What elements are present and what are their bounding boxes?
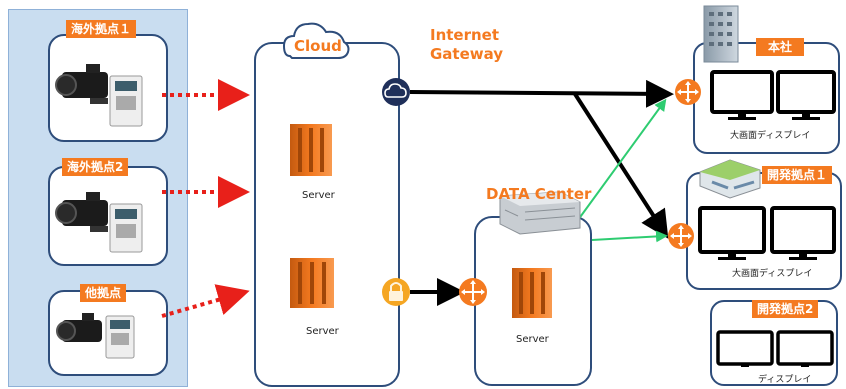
- monitor-icon-dev2-2: [776, 330, 834, 367]
- arrow-gateway-to-honsha: [409, 79, 674, 108]
- server-icon-cloud-2: [290, 258, 334, 308]
- internet-gateway-icon: [382, 78, 410, 106]
- display-label-honsha: 大画面ディスプレイ: [730, 131, 811, 141]
- router-icon-honsha: [675, 79, 701, 105]
- lock-icon: [382, 278, 410, 306]
- dev-building-icon: [699, 159, 761, 199]
- monitor-icon-dev1-2: [770, 206, 836, 260]
- monitor-icon-honsha-1: [710, 70, 774, 120]
- arrow-site3-to-cloud: [161, 284, 250, 318]
- monitor-icon-honsha-2: [776, 70, 836, 120]
- cloud-server-2-label: Server: [306, 326, 339, 337]
- display-label-dev2: ディスプレイ: [758, 375, 812, 385]
- server-icon-cloud-1: [290, 124, 332, 176]
- cloud-icon: [282, 22, 350, 59]
- site-label-other: 他拠点: [80, 284, 127, 302]
- server-icon-datacenter: [512, 268, 552, 318]
- office-label-dev2: 開発拠点2: [752, 300, 819, 318]
- site-label-overseas-2: 海外拠点2: [62, 158, 129, 176]
- gateway-label-line2: Gateway: [430, 45, 504, 63]
- site-label-overseas-1: 海外拠点１: [66, 20, 137, 38]
- camera-icon-site-3: [56, 313, 102, 342]
- camera-icon-site-1: [55, 64, 108, 104]
- datacenter-label: DATA Center: [486, 185, 592, 203]
- router-icon-dev1: [668, 223, 694, 249]
- cloud-server-1-label: Server: [302, 190, 335, 201]
- terminal-icon-site-3: [105, 315, 135, 359]
- cloud-label: Cloud: [294, 37, 342, 55]
- monitor-icon-dev2-1: [716, 330, 774, 367]
- office-building-icon: [703, 5, 739, 63]
- display-label-dev1: 大画面ディスプレイ: [732, 269, 813, 279]
- office-label-honsha: 本社: [756, 38, 805, 56]
- gateway-label-line1: Internet: [430, 26, 500, 44]
- terminal-icon-site-2: [109, 203, 143, 253]
- monitor-icon-dev1-1: [698, 206, 766, 260]
- router-icon-datacenter: [459, 278, 487, 306]
- arrow-dc-to-honsha: [577, 98, 667, 221]
- datacenter-building-icon: [499, 191, 581, 235]
- office-label-dev1: 開発拠点１: [762, 166, 833, 184]
- camera-icon-site-2: [55, 192, 108, 232]
- terminal-icon-site-1: [109, 75, 143, 127]
- datacenter-server-label: Server: [516, 334, 549, 345]
- arrow-dc-to-dev1: [591, 230, 668, 243]
